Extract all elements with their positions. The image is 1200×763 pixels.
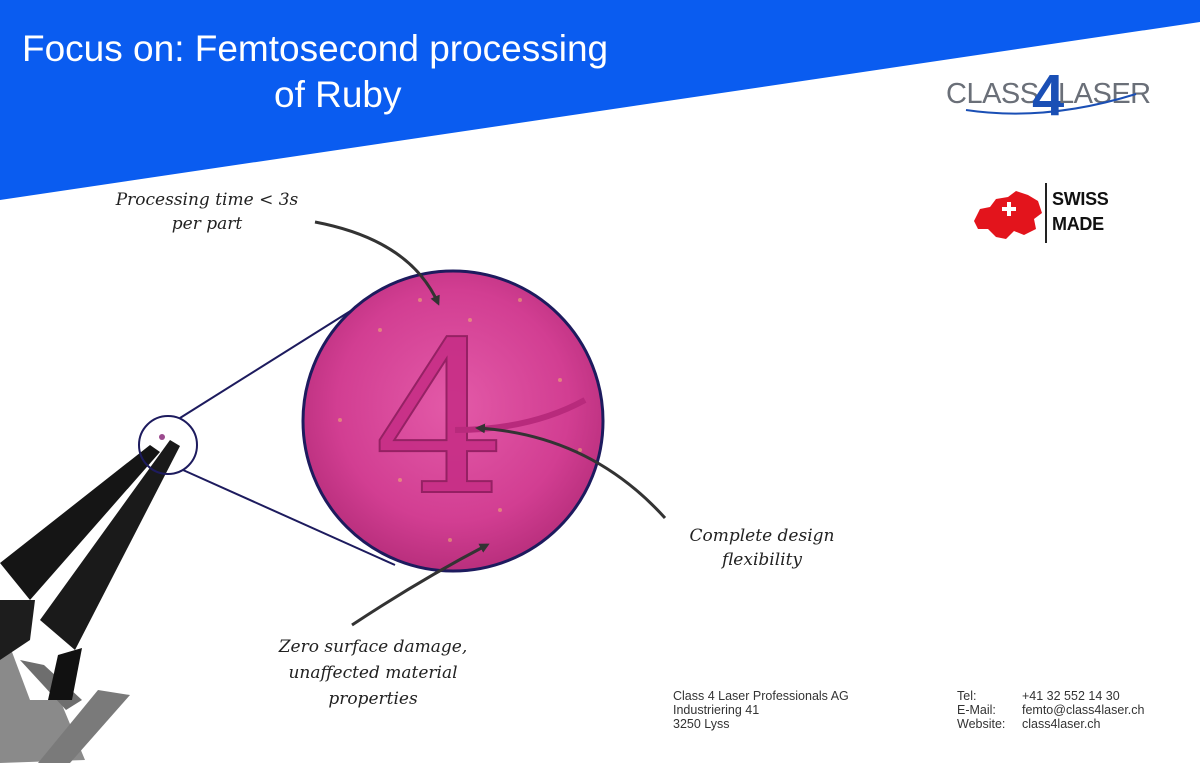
arrow-design	[475, 423, 667, 520]
tel-value: +41 32 552 14 30	[1022, 689, 1120, 703]
title-line-2: of Ruby	[274, 74, 402, 115]
digit-tail-stroke	[454, 397, 587, 433]
engraved-digit: 4	[373, 297, 507, 542]
callout-surface-line2: unaffected material	[288, 663, 458, 683]
company-address: Class 4 Laser Professionals AG Industrie…	[673, 689, 849, 731]
contact-values: +41 32 552 14 30 femto@class4laser.ch cl…	[1022, 689, 1144, 731]
callout-surface-line3: properties	[328, 689, 418, 709]
swiss-made-badge: SWISS MADE	[972, 183, 1122, 245]
website-link[interactable]: class4laser.ch	[1022, 717, 1101, 731]
made-text: MADE	[1052, 214, 1104, 234]
logo-digit: 4	[1032, 63, 1065, 128]
badge-divider	[1045, 183, 1047, 243]
callout-processing-time: Processing time < 3s per part	[92, 188, 322, 236]
title-line-1: Focus on: Femtosecond processing	[22, 28, 609, 69]
company-name: Class 4 Laser Professionals AG	[673, 689, 849, 703]
ruby-texture	[338, 298, 582, 542]
callout-design: Complete design flexibility	[662, 524, 862, 572]
contact-labels: Tel: E-Mail: Website:	[957, 689, 1005, 731]
ruby-part	[159, 434, 165, 440]
logo-text-class: CLASS	[946, 78, 1039, 110]
company-city: 3250 Lyss	[673, 717, 730, 731]
class4laser-logo: CLASS 4 LASER	[946, 63, 1151, 136]
swiss-map-icon	[974, 191, 1042, 239]
callout-design-line2: flexibility	[721, 550, 803, 570]
callout-surface: Zero surface damage, unaffected material…	[248, 634, 498, 712]
website-label: Website:	[957, 717, 1006, 731]
callout-processing-line2: per part	[171, 214, 243, 234]
arrow-processing-time	[314, 220, 440, 306]
page-title: Focus on: Femtosecond processing of Ruby	[22, 26, 702, 118]
swiss-text: SWISS	[1052, 189, 1109, 209]
callout-surface-line1: Zero surface damage,	[278, 637, 468, 657]
arrow-surface	[351, 543, 490, 627]
email-link[interactable]: femto@class4laser.ch	[1022, 703, 1145, 717]
zoom-line-bottom	[182, 469, 396, 566]
callout-processing-line1: Processing time < 3s	[115, 190, 299, 210]
callout-design-line1: Complete design	[689, 526, 835, 546]
zoom-line-top	[179, 304, 361, 419]
company-street: Industriering 41	[673, 703, 760, 717]
zoom-source-circle	[138, 415, 198, 475]
magnified-ruby	[301, 269, 605, 573]
tel-label: Tel:	[957, 689, 977, 703]
tweezers	[0, 440, 180, 763]
logo-swoosh-icon	[965, 93, 1137, 115]
email-label: E-Mail:	[957, 703, 996, 717]
